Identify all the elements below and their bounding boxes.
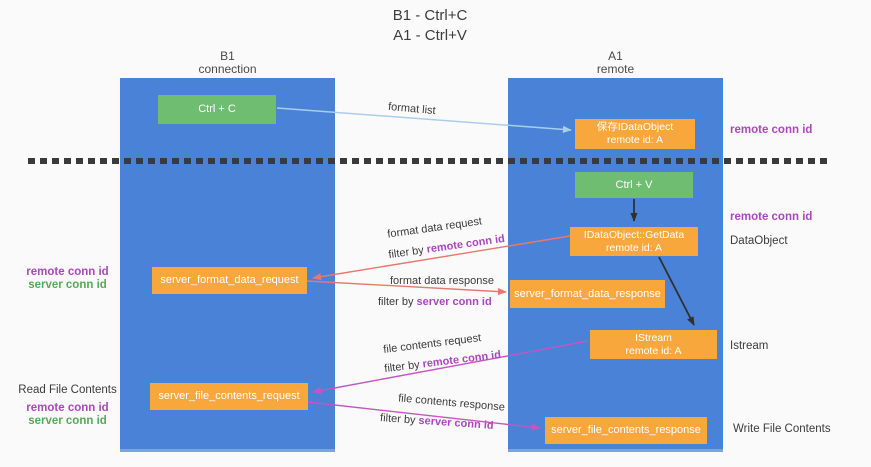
lane-b1-subtitle: connection	[198, 62, 257, 76]
edge-label-format-list: format list	[387, 100, 437, 118]
edge-label-file-contents-response: file contents response	[397, 392, 506, 414]
title-line-2: A1 - Ctrl+V	[393, 27, 467, 44]
lane-header-b1: B1 connection	[120, 50, 335, 76]
right-remote-conn-id-1: remote conn id	[730, 124, 813, 136]
node-server-format-data-response: server_format_data_response	[510, 280, 665, 308]
filter-key-remote-conn-id: remote conn id	[421, 348, 502, 371]
clipboard-boundary-dashed-line	[28, 158, 832, 164]
node-ctrl-c: Ctrl + C	[158, 95, 276, 124]
filter-key-server-conn-id: server conn id	[418, 414, 494, 432]
ctrl-v-label: Ctrl + V	[615, 178, 653, 191]
istream-line2: remote id: A	[625, 344, 682, 357]
lane-header-a1: A1 remote	[508, 50, 723, 76]
save-idataobject-line1: 保存IDataObject	[596, 121, 674, 133]
getdata-line1: IDataObject::GetData	[583, 228, 685, 241]
filter-key-server-conn-id: server conn id	[416, 296, 492, 308]
title-line-1: B1 - Ctrl+C	[392, 7, 468, 24]
filter-prefix: filter by	[383, 358, 421, 376]
lane-a1-title: A1	[608, 49, 623, 63]
istream-line1: IStream	[635, 331, 672, 344]
node-server-file-contents-response: server_file_contents_response	[545, 417, 707, 444]
ctrl-c-label: Ctrl + C	[198, 103, 236, 115]
server-file-contents-response-label: server_file_contents_response	[551, 424, 701, 436]
lane-a1-subtitle: remote	[596, 62, 635, 76]
server-format-data-response-label: server_format_data_response	[514, 287, 661, 300]
node-idataobject-getdata: IDataObject::GetData remote id: A	[570, 227, 698, 256]
dataobject-label: DataObject	[730, 235, 788, 247]
left-remote-conn-id-1: remote conn id	[26, 266, 109, 278]
left-server-conn-id-2: server conn id	[28, 415, 107, 427]
left-remote-conn-id-2: remote conn id	[26, 402, 109, 414]
filter-prefix: filter by	[379, 412, 416, 427]
left-server-conn-id-1: server conn id	[28, 279, 107, 291]
lane-b1-title: B1	[220, 49, 235, 63]
node-istream: IStream remote id: A	[590, 330, 717, 359]
server-file-contents-request-label: server_file_contents_request	[158, 390, 300, 402]
filter-key-remote-conn-id: remote conn id	[425, 232, 506, 256]
read-file-contents-label: Read File Contents	[18, 384, 117, 396]
edge-label-format-data-response: format data response	[390, 275, 494, 287]
istream-label: Istream	[730, 340, 769, 352]
node-save-idataobject: 保存IDataObject remote id: A	[575, 119, 695, 149]
filter-prefix: filter by	[387, 244, 425, 262]
right-remote-conn-id-2: remote conn id	[730, 211, 813, 223]
filter-prefix: filter by	[378, 296, 414, 308]
diagram-title: B1 - Ctrl+C A1 - Ctrl+V	[290, 6, 570, 46]
node-ctrl-v: Ctrl + V	[575, 172, 693, 198]
write-file-contents-label: Write File Contents	[733, 423, 831, 435]
node-server-file-contents-request: server_file_contents_request	[150, 383, 308, 410]
getdata-line2: remote id: A	[605, 241, 663, 254]
node-server-format-data-request: server_format_data_request	[152, 267, 307, 294]
server-format-data-request-label: server_format_data_request	[160, 274, 299, 286]
save-idataobject-line2: remote id: A	[606, 134, 664, 146]
